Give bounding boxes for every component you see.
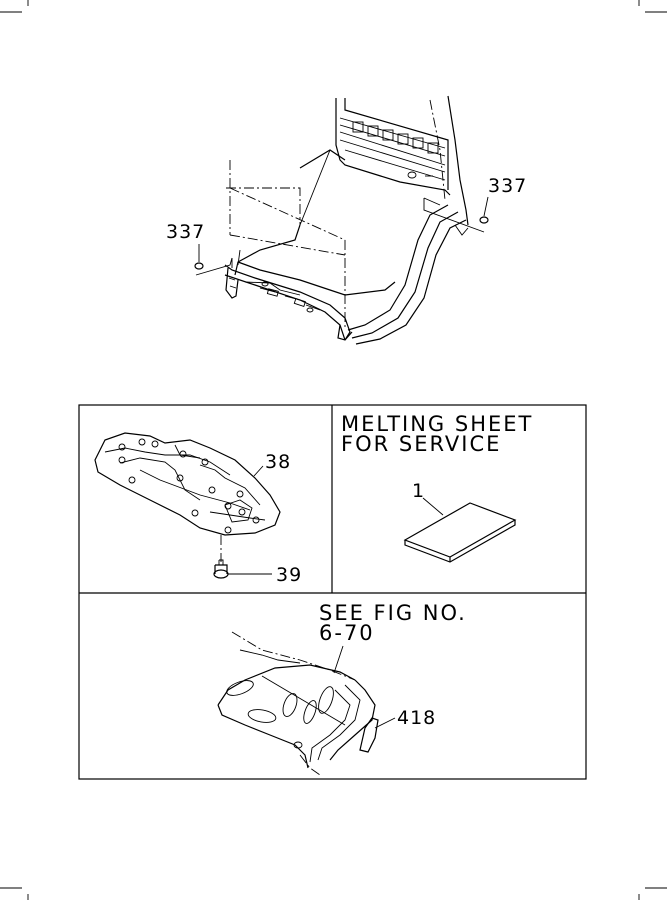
pad-note-line1: SEE FIG NO. [319,601,467,625]
callout-39: 39 [276,564,302,586]
melting-sheet-note-line1: MELTING SHEET [341,412,533,436]
melting-sheet-panel: MELTING SHEET FOR SERVICE 1 [341,412,533,563]
plug-337-left: 337 [166,221,205,270]
floor-section-illustration [217,631,376,776]
clip-39: 39 [213,535,302,586]
panel-grid [78,404,587,780]
plug-337-right: 337 [479,175,527,224]
callout-337-left: 337 [166,221,205,243]
floor-insulator-38: 38 [94,432,291,536]
insulator-panel: 38 39 [94,432,302,586]
callout-38: 38 [265,451,291,473]
callout-337-right: 337 [488,175,527,197]
melting-sheet-note-line2: FOR SERVICE [341,432,501,456]
callout-1: 1 [412,480,425,502]
cab-floor-illustration [195,95,485,345]
melting-sheet-1: 1 [403,480,517,563]
pad-note-line2: 6-70 [319,621,375,645]
pad-panel: SEE FIG NO. 6-70 418 [217,601,467,776]
callout-418: 418 [397,707,436,729]
pad-418: 418 [359,707,436,753]
